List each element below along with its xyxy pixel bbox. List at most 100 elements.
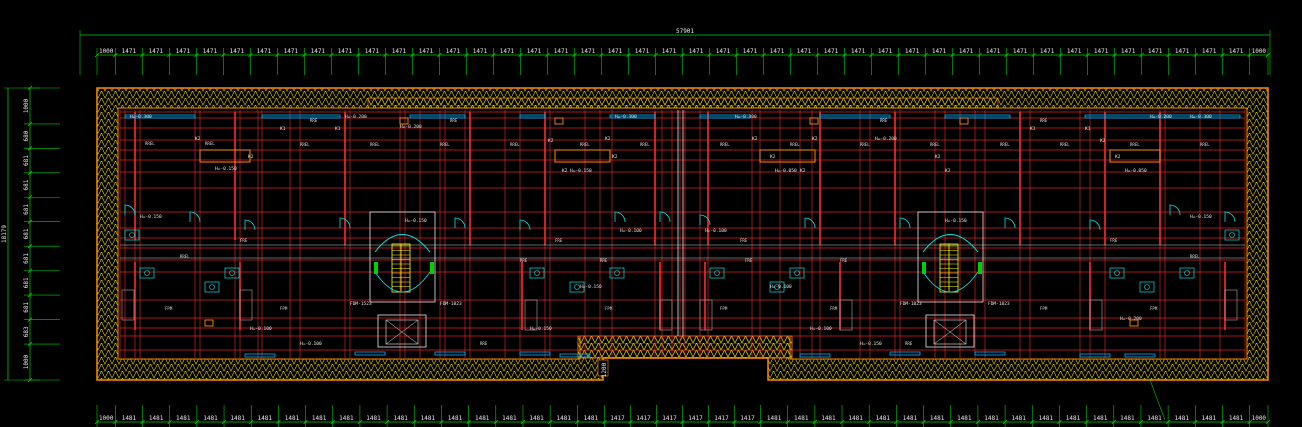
room-label: FPM [1150,306,1158,311]
dimension-label: 1481 [1202,415,1217,422]
level-label: H=-0.200 [1120,316,1142,322]
room-label: RRE [600,258,608,263]
level-label: H=-0.050 [1125,168,1147,174]
room-label: RREL [1130,142,1140,147]
level-label: H=-0.100 [300,341,322,347]
tag-label: K2 [195,136,201,142]
dimension-label: 1471 [527,48,542,55]
dimension-label: 1481 [557,415,572,422]
room-label: RRE [480,341,488,346]
dimension-label: 1471 [770,48,785,55]
dimension-label: 1471 [473,48,488,55]
dimension-label: 681 [23,277,30,288]
dimension-label: 1481 [794,415,809,422]
level-label: H=-0.100 [770,284,792,290]
room-label: FPM [165,306,173,311]
door-label: FDM-1523 [350,301,372,307]
dimension-label: 1481 [421,415,436,422]
bottom-dimension-chain: 1000 1481 1481 1481 1481 1481 1481 1481 1481 1481… [94,405,1271,427]
dimension-label: 1481 [339,415,354,422]
level-label: H=-0.200 [1150,114,1172,120]
dimension-label: 1000 [23,98,30,113]
tag-label: K2 [945,168,951,174]
leader-line [1149,379,1166,421]
dimension-label: 1481 [584,415,599,422]
dimension-label: 683 [23,326,30,337]
dimension-label: 1471 [284,48,299,55]
dimension-label: 1471 [716,48,731,55]
dimension-label: 1471 [392,48,407,55]
level-label: H=-0.150 [530,326,552,332]
room-label: FPM [720,306,728,311]
door-label: FDM-1823 [440,301,462,307]
level-label: H=-0.150 [945,218,967,224]
dimension-label: 1471 [608,48,623,55]
level-label: H=-0.150 [860,341,882,347]
dimension-label: 1471 [122,48,137,55]
dimension-label: 681 [23,228,30,239]
sanitary-fixtures [121,117,1240,331]
room-label: RRE [520,258,528,263]
dimension-label: 1471 [797,48,812,55]
dimension-label: 1481 [1229,415,1244,422]
dimension-label: 1471 [338,48,353,55]
tag-label: K1 [335,126,341,132]
tag-label: K2 [605,136,611,142]
tag-label: K2 [1115,154,1121,160]
dimension-label: 1471 [1013,48,1028,55]
dimension-label: 1481 [502,415,517,422]
dimension-label: 1481 [203,415,218,422]
dimension-label: 1481 [957,415,972,422]
dimension-label: 1417 [610,415,625,422]
dimension-label: 1417 [688,415,703,422]
room-label: RREL [1190,254,1200,259]
dimension-label: 1481 [848,415,863,422]
dimension-label: 1471 [689,48,704,55]
dimension-label: 1471 [365,48,380,55]
dimension-label: 1471 [581,48,596,55]
room-label: RREL [720,142,730,147]
dimension-label: 1000 [1252,415,1267,422]
level-label: H=-0.150 [1190,214,1212,220]
dimension-label: 1471 [1229,48,1244,55]
tag-label: K1 [1030,126,1036,132]
level-label: H=-0.100 [705,228,727,234]
room-label: FRE [240,238,248,243]
room-label: RREL [205,141,215,146]
stair-cores [369,211,984,348]
dimension-label: 1000 [1252,48,1267,55]
level-label: H=-0.300 [1190,114,1212,120]
level-label: H=-0.100 [620,228,642,234]
dimension-label: 1481 [230,415,245,422]
dimension-label: 1481 [475,415,490,422]
room-label: FPM [605,306,613,311]
dimension-label: 1481 [821,415,836,422]
room-label: FRE [840,258,848,263]
dimension-label: 1471 [203,48,218,55]
dimension-label: 1481 [903,415,918,422]
dimension-label: 1471 [554,48,569,55]
top-dimension-chain: 1000 1471 1471 1471 1471 1471 1471 1471 1471 1471… [94,48,1271,75]
dimension-label: 1471 [311,48,326,55]
room-label: FRE [745,258,753,263]
level-label: H=-0.300 [735,114,757,120]
room-label: FPM [280,306,288,311]
room-label: RRE [310,118,318,123]
dimension-label: 1471 [1202,48,1217,55]
dimension-label: 1471 [1148,48,1163,55]
dimension-label: 681 [23,204,30,215]
level-label: H=-0.150 [405,218,427,224]
dimension-label: 1481 [176,415,191,422]
level-label: H=-0.150 [570,168,592,174]
dimension-label: 1481 [285,415,300,422]
window-openings [124,114,1241,358]
wall-lines [119,110,1246,358]
door-label: FDM-1823 [900,301,922,307]
level-label: H=-0.300 [130,114,152,120]
dimension-label: 1471 [1175,48,1190,55]
level-label: H=-0.150 [140,214,162,220]
dimension-label: 1471 [662,48,677,55]
dimension-label: 1471 [635,48,650,55]
level-label: H=-0.100 [810,326,832,332]
